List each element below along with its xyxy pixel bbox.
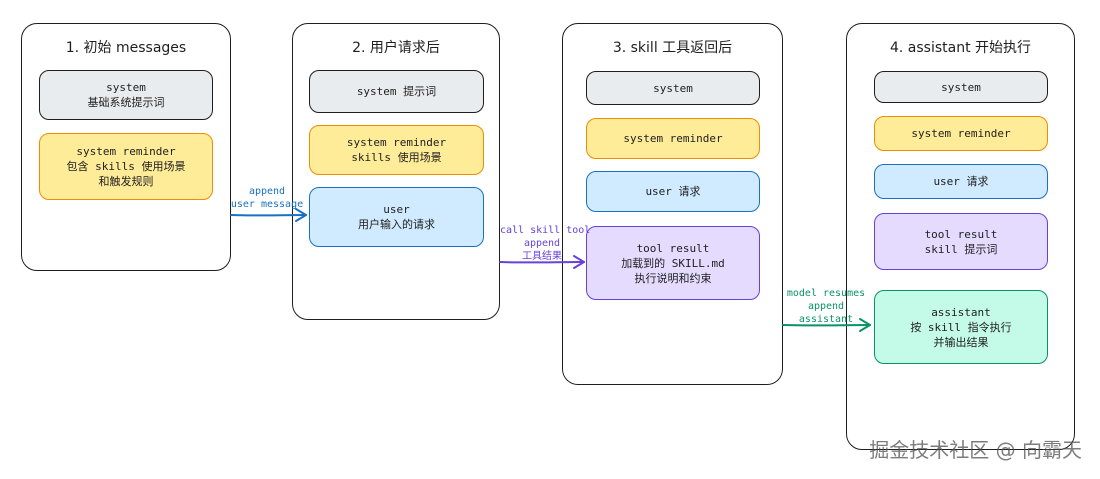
box-line: system reminder [76, 145, 176, 158]
box-line: skill 提示词 [924, 242, 998, 256]
system-prompt-box: system 提示词 [309, 70, 484, 113]
arrow-label-line: call skill tool [500, 225, 591, 236]
box-line: 和触发规则 [98, 175, 154, 188]
panel-after-skill-tool-return: 3. skill 工具返回后 system system reminder us… [562, 23, 783, 385]
box-line: user 请求 [645, 185, 701, 198]
box-line: user [383, 203, 410, 216]
arrow-append-user-message [230, 208, 307, 222]
watermark: 掘金技术社区 @ 向霸天 [869, 438, 1082, 462]
system-reminder-box: system reminder [874, 116, 1048, 151]
panel-assistant-executing: 4. assistant 开始执行 system system reminder… [846, 23, 1075, 450]
box-line: system [653, 81, 693, 95]
tool-result-box: tool result skill 提示词 [874, 213, 1048, 270]
tool-result-box: tool result 加载到的 SKILL.md 执行说明和约束 [586, 226, 760, 300]
user-request-box: user 请求 [874, 164, 1048, 199]
panel-title: 1. 初始 messages [65, 40, 187, 56]
box-line: user 请求 [933, 175, 989, 188]
arrow-label-line: append [807, 301, 845, 312]
box-line: skills 使用场景 [351, 151, 442, 164]
arrow-label-line: assistant [798, 314, 854, 325]
box-line: system [106, 81, 146, 94]
arrow-label-line: user message [230, 199, 304, 210]
arrow-label-model-resumes: model resumes append assistant [780, 287, 872, 326]
arrow-label-line: append [248, 186, 286, 197]
arrow-label-append-user-message: append user message [228, 185, 306, 211]
box-line: 用户输入的请求 [358, 218, 435, 231]
arrow-label-line: 工具结果 [522, 251, 562, 262]
box-line: system [941, 80, 981, 94]
panel-title: 3. skill 工具返回后 [612, 40, 733, 56]
box-line: system reminder [346, 136, 447, 149]
panel-title: 2. 用户请求后 [352, 40, 440, 56]
box-line: tool result [924, 227, 998, 241]
system-box: system [586, 71, 760, 105]
system-box: system 基础系统提示词 [39, 70, 213, 120]
arrow-label-call-skill-tool: call skill tool append 工具结果 [500, 224, 591, 263]
box-line: tool result [636, 241, 710, 255]
arrow-model-resumes [782, 318, 871, 332]
arrow-call-skill-tool [499, 255, 585, 269]
box-line: 加载到的 SKILL.md [621, 256, 725, 270]
arrow-label-line: append [523, 238, 561, 249]
system-reminder-box: system reminder skills 使用场景 [309, 125, 484, 175]
box-line: 包含 skills 使用场景 [66, 160, 186, 173]
panel-initial-messages: 1. 初始 messages system 基础系统提示词 system rem… [21, 23, 231, 271]
system-reminder-box: system reminder 包含 skills 使用场景 和触发规则 [39, 133, 213, 200]
box-line: system reminder [623, 132, 723, 145]
panel-after-user-request: 2. 用户请求后 system 提示词 system reminder skil… [292, 23, 500, 320]
box-line: assistant [931, 305, 991, 319]
box-line: system reminder [911, 127, 1011, 140]
box-line: 执行说明和约束 [634, 271, 712, 285]
arrow-label-line: model resumes [786, 288, 866, 299]
box-line: 并输出结果 [933, 335, 989, 349]
box-line: system 提示词 [356, 85, 437, 98]
user-request-box: user 请求 [586, 171, 760, 212]
panel-title: 4. assistant 开始执行 [889, 40, 1032, 56]
box-line: 按 skill 指令执行 [910, 320, 1012, 334]
assistant-box: assistant 按 skill 指令执行 并输出结果 [874, 290, 1048, 364]
user-box: user 用户输入的请求 [309, 187, 484, 247]
system-reminder-box: system reminder [586, 118, 760, 159]
system-box: system [874, 71, 1048, 103]
box-line: 基础系统提示词 [87, 96, 165, 109]
